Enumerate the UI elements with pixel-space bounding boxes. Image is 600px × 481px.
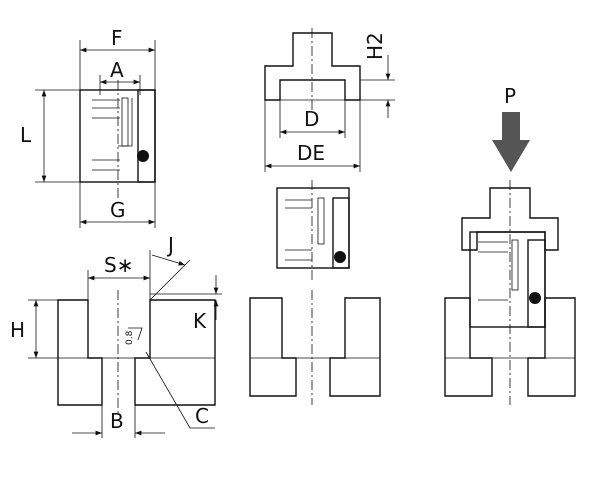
svg-text:F: F bbox=[111, 26, 123, 50]
svg-text:S∗: S∗ bbox=[104, 253, 133, 277]
svg-text:D: D bbox=[304, 107, 319, 131]
svg-text:H2: H2 bbox=[363, 32, 387, 60]
dimension-H: H bbox=[10, 299, 58, 359]
o-ring bbox=[137, 150, 149, 162]
dimension-DE: DE bbox=[264, 100, 361, 172]
release-cap bbox=[264, 28, 361, 110]
svg-text:H: H bbox=[10, 318, 25, 342]
dimension-D: D bbox=[279, 100, 346, 138]
dimension-J: J bbox=[149, 233, 191, 301]
svg-text:C: C bbox=[195, 404, 209, 428]
dimension-A: A bbox=[99, 58, 141, 95]
housing-bore: 0.8 bbox=[57, 290, 216, 415]
press-force-P: P bbox=[492, 84, 530, 172]
svg-text:P: P bbox=[504, 84, 516, 108]
dimension-F: F bbox=[79, 26, 156, 90]
dimension-H2: H2 bbox=[360, 32, 395, 118]
fitting-dimensioned bbox=[79, 80, 156, 200]
svg-text:B: B bbox=[110, 409, 124, 433]
dimension-G: G bbox=[79, 182, 156, 228]
dimension-L: L bbox=[20, 89, 80, 183]
svg-text:G: G bbox=[110, 198, 126, 222]
dimension-C: C bbox=[145, 351, 215, 429]
dimension-B: B bbox=[72, 405, 165, 438]
svg-text:DE: DE bbox=[297, 141, 325, 165]
dimension-K: K bbox=[150, 275, 222, 333]
dimension-S: S∗ bbox=[87, 250, 151, 300]
fitting-before-insertion bbox=[276, 180, 350, 280]
svg-text:L: L bbox=[20, 123, 32, 147]
svg-text:0.8: 0.8 bbox=[125, 330, 135, 345]
svg-text:A: A bbox=[110, 58, 124, 82]
housing-right bbox=[444, 180, 576, 405]
svg-text:J: J bbox=[166, 233, 174, 257]
housing-middle bbox=[249, 290, 381, 405]
svg-text:K: K bbox=[193, 309, 207, 333]
fitting-inserted bbox=[469, 231, 546, 328]
